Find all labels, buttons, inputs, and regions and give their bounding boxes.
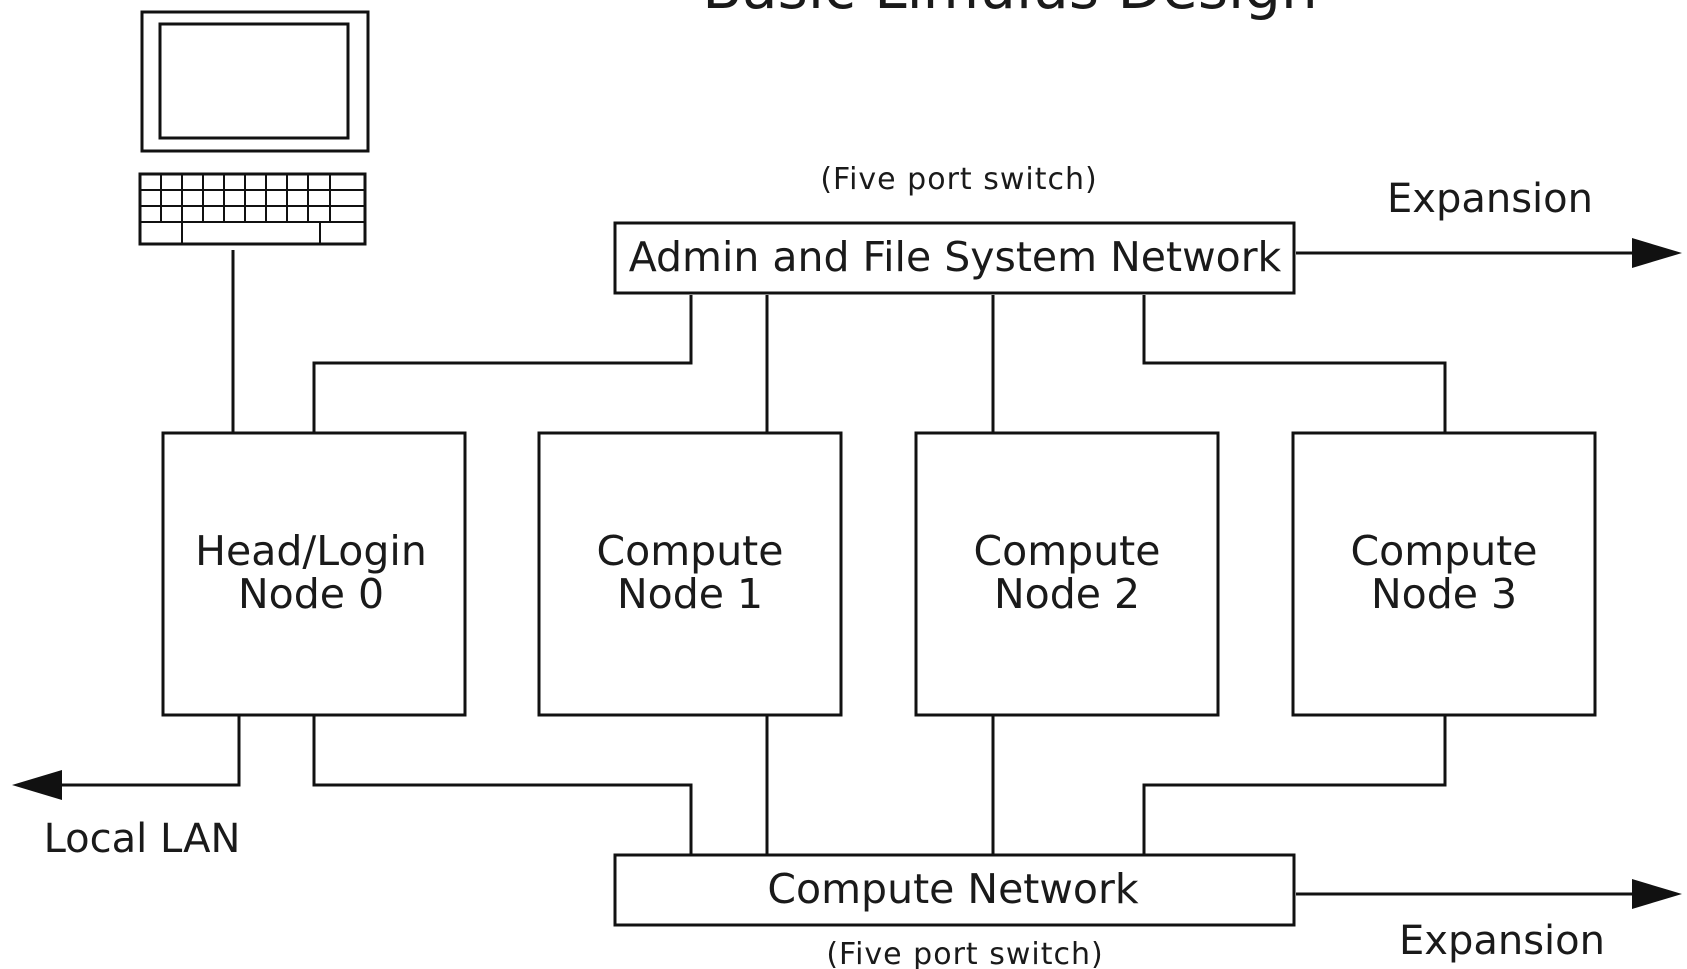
- local-lan-arrow-icon: [12, 770, 62, 800]
- computer-workstation-icon: [138, 10, 370, 246]
- node-label-line1: Compute: [597, 527, 784, 575]
- network-wires: [50, 250, 1640, 896]
- node-label-line1: Compute: [1351, 527, 1538, 575]
- admin-network-note: (Five port switch): [820, 162, 1097, 197]
- expansion-top-label: Expansion: [1387, 176, 1593, 222]
- expansion-bottom-label: Expansion: [1399, 918, 1605, 964]
- node-box: Head/Login Node 0: [161, 431, 467, 717]
- admin-network-switch: Admin and File System Network: [613, 221, 1296, 295]
- compute-network-note: (Five port switch): [826, 937, 1103, 969]
- node-label-line1: Compute: [974, 527, 1161, 575]
- local-lan-label: Local LAN: [44, 816, 241, 862]
- node-box: Compute Node 1: [537, 431, 843, 717]
- compute-network-label: Compute Network: [767, 865, 1138, 913]
- expansion-top-arrow-icon: [1632, 238, 1682, 268]
- node-label-line2: Node 0: [238, 570, 384, 618]
- node-label-line1: Head/Login: [195, 527, 427, 575]
- node-box: Compute Node 2: [914, 431, 1220, 717]
- compute-network-switch: Compute Network: [613, 853, 1296, 927]
- node-box: Compute Node 3: [1291, 431, 1597, 717]
- node-label-line2: Node 1: [617, 570, 763, 618]
- node-label-line2: Node 3: [1371, 570, 1517, 618]
- node-label-line2: Node 2: [994, 570, 1140, 618]
- expansion-bottom-arrow-icon: [1632, 879, 1682, 909]
- admin-network-label: Admin and File System Network: [629, 233, 1282, 281]
- diagram-title: Basic Limulus Design: [702, 0, 1317, 22]
